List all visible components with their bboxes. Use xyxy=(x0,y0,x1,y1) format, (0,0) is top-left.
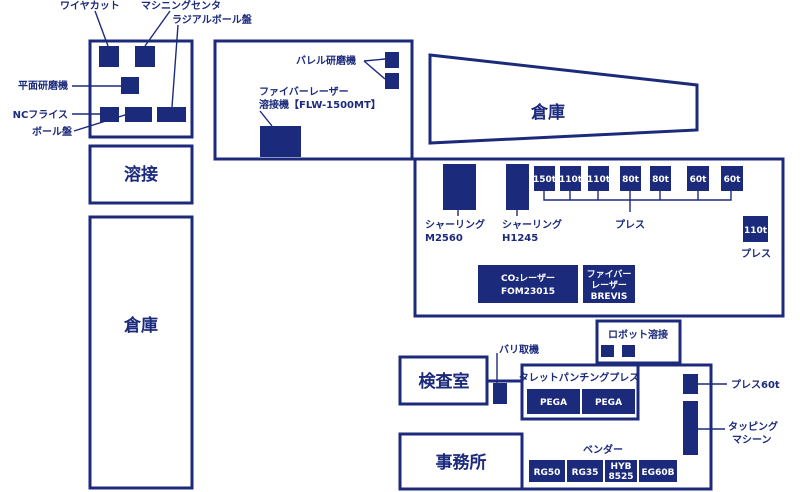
robot-welder-2 xyxy=(622,345,635,357)
wire-cut-label: ワイヤカット xyxy=(60,0,120,12)
barrel-polisher-1 xyxy=(385,52,399,68)
bender-eg60b-label: EG60B xyxy=(642,468,675,478)
bender-rg35 xyxy=(567,460,603,482)
tapping-label-1: タッピング xyxy=(728,420,778,433)
fiber-laser-label-3: BREVIS xyxy=(591,292,628,302)
production-hall-outline xyxy=(413,157,785,318)
press-110t-right-label: 110t xyxy=(744,226,768,236)
nc-mill-machine xyxy=(100,107,119,122)
leader-barrel-2 xyxy=(363,60,386,80)
warehouse-top-outline xyxy=(428,53,699,145)
fiber-welder-label-1: ファイバーレーザー xyxy=(259,86,349,98)
press-60t-b-label: 60t xyxy=(724,175,742,185)
press60-label: プレス60t xyxy=(731,378,780,391)
press-110t-b-label: 110t xyxy=(587,175,611,185)
robot-welding-label: ロボット溶接 xyxy=(608,328,668,341)
fiber-laser-label-1: ファイバー xyxy=(587,269,632,280)
press-60t-a-label: 60t xyxy=(690,175,708,185)
press-60t-b xyxy=(721,166,743,191)
deburring-label: バリ取機 xyxy=(499,343,539,356)
press-80t-a xyxy=(620,166,641,191)
leader-fiber-welder xyxy=(259,110,273,127)
bender-rg50-label: RG50 xyxy=(534,468,561,478)
press-group-label: プレス xyxy=(615,218,645,231)
pega-1-label: PEGA xyxy=(540,398,567,408)
robot-welding-room-outline xyxy=(595,319,682,365)
pega-2-label: PEGA xyxy=(595,398,622,408)
bender-eg60b xyxy=(639,460,677,482)
press-150t xyxy=(534,166,555,191)
machining-center-machine xyxy=(135,46,155,67)
robot-welder-1 xyxy=(601,345,614,357)
barrel-polisher-label: バレル研磨機 xyxy=(296,54,356,67)
co2-laser-machine xyxy=(478,265,578,303)
welding-room-label: 溶接 xyxy=(124,164,158,185)
machining-room-outline xyxy=(88,39,194,139)
warehouse-top-label: 倉庫 xyxy=(530,102,565,123)
shear2-label-2: H1245 xyxy=(502,233,538,244)
leader-radial-drill xyxy=(171,24,179,108)
drill-press-label: ボール盤 xyxy=(32,125,73,138)
bender-rg35-label: RG35 xyxy=(572,468,599,478)
co2-laser-label-2: FOM23015 xyxy=(501,287,555,297)
surface-grinder-label: 平面研磨機 xyxy=(18,79,68,92)
press-110t-a-label: 110t xyxy=(559,175,583,185)
fiber-welder-machine xyxy=(260,126,301,157)
press-60t-machine xyxy=(683,374,698,394)
press-80t-a-label: 80t xyxy=(622,175,640,185)
leader-barrel-1 xyxy=(363,58,386,62)
press-150t-label: 150t xyxy=(533,175,557,185)
press-60t-a xyxy=(687,166,709,191)
wire-cut-machine xyxy=(99,46,119,67)
machining-center-label: マシニングセンタ xyxy=(141,0,221,12)
welding-room-outline xyxy=(88,144,194,205)
office-room-label: 事務所 xyxy=(436,452,487,473)
shear1-label-1: シャーリング xyxy=(425,218,485,231)
bender-hyb-label-1: HYB xyxy=(611,462,632,472)
pega-2-machine xyxy=(582,389,635,414)
leader-wire-cut xyxy=(94,10,109,47)
fiber-laser-machine xyxy=(583,265,635,303)
fiber-welder-room-outline xyxy=(213,39,414,161)
warehouse-left-outline xyxy=(88,215,194,490)
press-110t-right xyxy=(743,216,768,242)
surface-grinder-machine xyxy=(121,77,139,94)
press-110t-b xyxy=(588,166,609,191)
warehouse-left-label: 倉庫 xyxy=(123,315,158,336)
inspection-room-label: 検査室 xyxy=(419,371,470,392)
pega-1-machine xyxy=(527,389,580,414)
press-80t-b xyxy=(650,166,671,191)
press-right-label: プレス xyxy=(741,247,771,260)
turret-punch-label: タレットパンチングプレス xyxy=(519,371,640,384)
press-110t-a xyxy=(560,166,581,191)
drill-press-machine xyxy=(125,107,152,122)
barrel-polisher-2 xyxy=(385,73,399,89)
radial-drill-label: ラジアルボール盤 xyxy=(172,13,253,26)
bender-rg50 xyxy=(529,460,565,482)
leader-machining-center xyxy=(144,10,171,47)
nc-mill-label: NCフライス xyxy=(13,109,68,121)
co2-laser-label-1: CO₂レーザー xyxy=(501,273,555,284)
turret-punch-outline xyxy=(520,363,640,421)
press-80t-b-label: 80t xyxy=(652,175,670,185)
bender-label: ベンダー xyxy=(583,443,623,456)
press-bracket xyxy=(543,190,732,201)
shear2-label-1: シャーリング xyxy=(502,218,562,231)
deburring-machine xyxy=(493,383,507,404)
shear-h1245-machine xyxy=(506,164,529,210)
shear-m2560-machine xyxy=(443,164,476,210)
fiber-welder-label-2: 溶接機【FLW-1500MT】 xyxy=(259,98,381,111)
bender-hyb-label-2: 8525 xyxy=(608,472,633,482)
tapping-label-2: マシーン xyxy=(732,434,772,446)
tapping-machine xyxy=(683,401,698,455)
fiber-laser-label-2: レーザー xyxy=(591,280,627,291)
bender-hyb xyxy=(605,460,637,482)
radial-drill-machine xyxy=(157,107,186,122)
shear1-label-2: M2560 xyxy=(425,233,463,244)
